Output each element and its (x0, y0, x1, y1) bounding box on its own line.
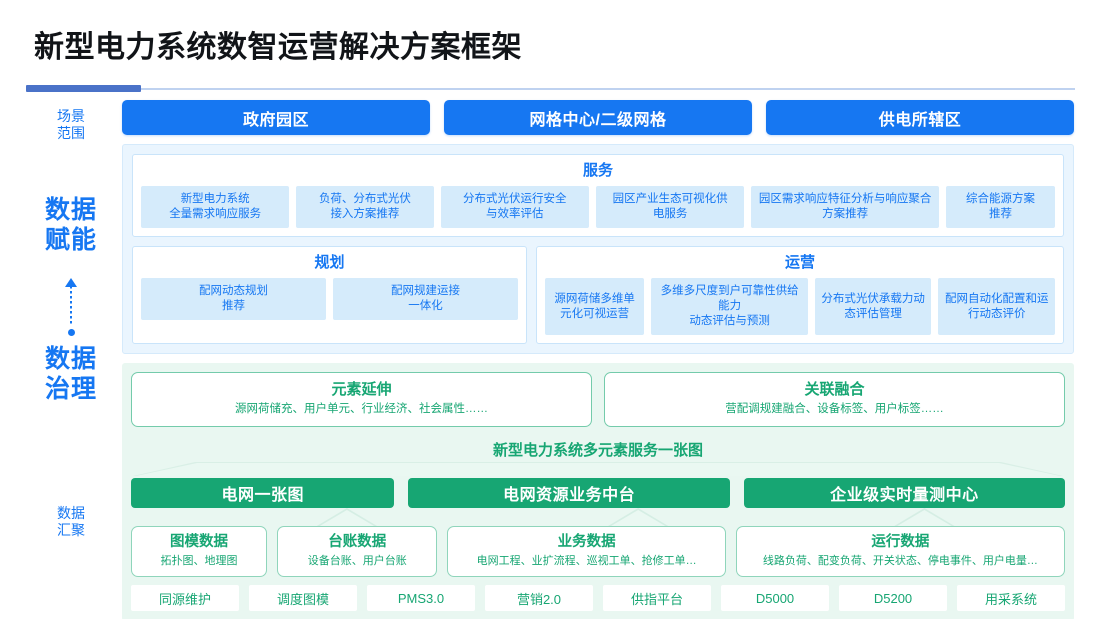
service-card: 服务 新型电力系统 全量需求响应服务负荷、分布式光伏 接入方案推荐分布式光伏运行… (132, 154, 1064, 237)
data-source-card-title: 台账数据 (328, 534, 387, 550)
planning-card: 规划 配网动态规划 推荐配网规建运接 一体化 (132, 246, 527, 344)
capability-chip[interactable]: 分布式光伏运行安全 与效率评估 (440, 186, 589, 228)
sidebar-item-empower: 数据 赋能 (44, 196, 97, 254)
platform-bar-row: 电网一张图 电网资源业务中台 企业级实时量测中心 (131, 478, 1066, 508)
scene-pill-gridcenter[interactable]: 网格中心/二级网格 (444, 100, 752, 135)
capability-chip[interactable]: 多维多尺度到户可靠性供给能力 动态评估与预测 (651, 278, 808, 335)
divider-thin-line (26, 87, 1075, 90)
onemap-title: 新型电力系统多元素服务一张图 (492, 442, 703, 459)
divider-accent-bar (26, 85, 141, 92)
page-title: 新型电力系统数智运营解决方案框架 (34, 31, 522, 64)
platform-bar-resource-midplatform[interactable]: 电网资源业务中台 (408, 478, 730, 508)
data-source-card-subtitle: 线路负荷、配变负荷、开关状态、停电事件、用户电量… (762, 555, 1038, 567)
capability-chip[interactable]: 源网荷储多维单 元化可视运营 (544, 278, 645, 335)
operation-card: 运营 源网荷储多维单 元化可视运营多维多尺度到户可靠性供给能力 动态评估与预测分… (535, 246, 1064, 344)
governance-card-title: 关联融合 (804, 381, 865, 398)
system-tag[interactable]: D5000 (721, 585, 829, 611)
arrow-head-icon (65, 278, 77, 287)
data-source-card[interactable]: 业务数据电网工程、业扩流程、巡视工单、抢修工单… (447, 526, 726, 577)
arrow-tail-dot-icon (67, 329, 75, 336)
scene-pill-government[interactable]: 政府园区 (122, 100, 430, 135)
framework-content: 政府园区 网格中心/二级网格 供电所辖区 服务 新型电力系统 全量需求响应服务负… (122, 100, 1074, 619)
governance-card-association-fusion: 关联融合 营配调规建融合、设备标签、用户标签…… (604, 372, 1065, 427)
system-tag[interactable]: 调度图模 (249, 585, 357, 611)
data-source-card-title: 业务数据 (557, 534, 616, 550)
data-source-card-title: 运行数据 (871, 534, 930, 550)
system-tag[interactable]: 营销2.0 (485, 585, 593, 611)
governance-card-title: 元素延伸 (331, 381, 392, 398)
data-source-card[interactable]: 台账数据设备台账、用户台账 (277, 526, 438, 577)
planning-chip-row: 配网动态规划 推荐配网规建运接 一体化 (141, 278, 518, 320)
funnel-connector (133, 462, 1063, 476)
data-source-card[interactable]: 图模数据拓扑图、地理图 (131, 526, 268, 577)
data-source-card-subtitle: 拓扑图、地理图 (160, 555, 238, 567)
scene-pill-supplyarea[interactable]: 供电所辖区 (766, 100, 1074, 135)
governance-card-subtitle: 源网荷储充、用户单元、行业经济、社会属性…… (235, 403, 488, 415)
stage-sidebar: 场景 范围 数据 赋能 数据 治理 数据 汇聚 (28, 100, 114, 600)
system-tag-row: 同源维护调度图模 PMS3.0 营销2.0 供指平台 D5000 D5200 用采系统 (131, 585, 1065, 611)
sidebar-item-scene: 场景 范围 (57, 108, 85, 141)
system-tag[interactable]: D5200 (839, 585, 947, 611)
governance-card-element-extension: 元素延伸 源网荷储充、用户单元、行业经济、社会属性…… (131, 372, 592, 427)
capability-chip[interactable]: 负荷、分布式光伏 接入方案推荐 (296, 186, 434, 228)
capability-chip[interactable]: 配网动态规划 推荐 (141, 278, 326, 320)
planning-operation-row: 规划 配网动态规划 推荐配网规建运接 一体化 运营 源网荷储多维单 元化可视运营… (132, 246, 1064, 344)
data-source-card-subtitle: 设备台账、用户台账 (307, 555, 407, 567)
system-tag[interactable]: 同源维护 (131, 585, 239, 611)
platform-bar-grid-onemap[interactable]: 电网一张图 (131, 478, 395, 508)
dotted-up-arrow-icon (64, 278, 78, 336)
capability-chip[interactable]: 园区产业生态可视化供 电服务 (595, 186, 745, 228)
system-tag[interactable]: 用采系统 (957, 585, 1065, 611)
capability-chip[interactable]: 配网自动化配置和运 行动态评价 (938, 278, 1055, 335)
governance-card-row: 元素延伸 源网荷储充、用户单元、行业经济、社会属性…… 关联融合 营配调规建融合… (131, 372, 1065, 427)
operation-card-title: 运营 (784, 254, 815, 271)
data-governance-panel: 元素延伸 源网荷储充、用户单元、行业经济、社会属性…… 关联融合 营配调规建融合… (122, 363, 1074, 619)
operation-chip-row: 源网荷储多维单 元化可视运营多维多尺度到户可靠性供给能力 动态评估与预测分布式光… (544, 278, 1055, 335)
data-source-card-row: 图模数据拓扑图、地理图台账数据设备台账、用户台账业务数据电网工程、业扩流程、巡视… (131, 526, 1065, 577)
data-empowerment-panel: 服务 新型电力系统 全量需求响应服务负荷、分布式光伏 接入方案推荐分布式光伏运行… (122, 144, 1074, 354)
capability-chip[interactable]: 分布式光伏承载力动 态评估管理 (814, 278, 932, 335)
capability-chip[interactable]: 配网规建运接 一体化 (332, 278, 518, 320)
sidebar-item-gather: 数据 汇聚 (57, 505, 85, 538)
capability-chip[interactable]: 综合能源方案 推荐 (945, 186, 1055, 228)
planning-card-title: 规划 (314, 254, 345, 271)
system-tag[interactable]: 供指平台 (603, 585, 711, 611)
title-divider (26, 85, 1075, 92)
governance-card-subtitle: 营配调规建融合、设备标签、用户标签…… (725, 403, 944, 415)
data-source-card-subtitle: 电网工程、业扩流程、巡视工单、抢修工单… (476, 555, 697, 567)
chevron-connector-row (131, 508, 1065, 526)
capability-chip[interactable]: 园区需求响应特征分析与响应聚合 方案推荐 (751, 186, 939, 228)
data-source-card-title: 图模数据 (170, 534, 228, 550)
service-card-title: 服务 (582, 162, 613, 179)
platform-bar-realtime-measurement[interactable]: 企业级实时量测中心 (743, 478, 1066, 508)
scene-scope-row: 政府园区 网格中心/二级网格 供电所辖区 (122, 100, 1074, 135)
sidebar-item-govern: 数据 治理 (44, 345, 97, 403)
capability-chip[interactable]: 新型电力系统 全量需求响应服务 (141, 186, 290, 228)
arrow-dotted-line (70, 286, 72, 326)
service-chip-row: 新型电力系统 全量需求响应服务负荷、分布式光伏 接入方案推荐分布式光伏运行安全 … (141, 186, 1055, 228)
data-source-card[interactable]: 运行数据线路负荷、配变负荷、开关状态、停电事件、用户电量… (735, 526, 1065, 577)
system-tag[interactable]: PMS3.0 (367, 585, 475, 611)
